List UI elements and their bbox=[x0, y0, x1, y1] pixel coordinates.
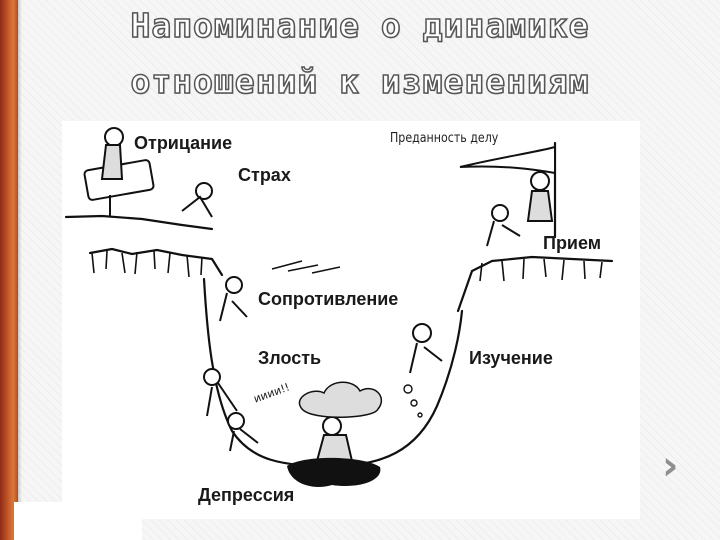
stage-resistance: Сопротивление bbox=[258, 289, 399, 309]
motion-strokes bbox=[271, 260, 341, 274]
slide-title-line2: отношений к изменениям bbox=[130, 61, 590, 102]
stage-fear: Страх bbox=[238, 165, 291, 185]
stage-depression: Депрессия bbox=[198, 485, 295, 505]
change-curve-drawing bbox=[64, 127, 614, 487]
right-cliff-grass bbox=[456, 255, 614, 313]
stage-acceptance: Прием bbox=[543, 233, 602, 253]
chevron-right-icon[interactable]: › bbox=[662, 443, 679, 489]
slide-title-line1: Напоминание о динамике bbox=[130, 5, 590, 46]
banner-commitment: Преданность делу bbox=[390, 131, 499, 146]
stage-denial: Отрицание bbox=[134, 133, 233, 153]
thought-bubbles bbox=[403, 384, 423, 418]
thought-cloud bbox=[298, 381, 383, 418]
depression-puddle bbox=[287, 457, 381, 487]
stage-exploration: Изучение bbox=[469, 348, 553, 368]
bottom-left-panel bbox=[14, 502, 142, 540]
flag bbox=[459, 145, 556, 175]
left-cliff-top bbox=[64, 214, 214, 231]
left-grass-strokes bbox=[91, 250, 203, 278]
right-grass-strokes bbox=[479, 258, 603, 282]
left-accent-shadow bbox=[18, 0, 22, 540]
change-curve-figure: Отрицание Страх Сопротивление Злость Деп… bbox=[62, 121, 640, 519]
stage-anger: Злость bbox=[258, 348, 322, 368]
left-accent-bar bbox=[0, 0, 18, 540]
left-cliff-grass bbox=[88, 247, 224, 277]
